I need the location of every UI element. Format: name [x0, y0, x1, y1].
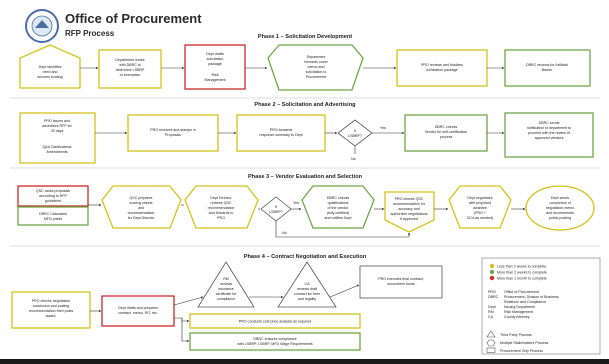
svg-text:PRO conducts cost price analys: PRO conducts cost price analysis as requ…: [239, 320, 312, 324]
p2-no-label: No: [351, 157, 356, 161]
legend-color-label: More than 1 month to complete: [497, 276, 547, 280]
svg-text:PRO executes final contract,en: PRO executes final contract,encumbers fu…: [378, 277, 424, 286]
phase-3-title: Phase 3 – Vendor Evaluation and Selectio…: [248, 174, 363, 180]
p2-yes-label: Yes: [380, 126, 386, 130]
procurement-seal-logo: [25, 9, 59, 43]
legend-shape-label: Procurement Only Process: [500, 349, 543, 353]
legend-abbr: PRO: [488, 290, 496, 294]
legend-shape-label: Multiple Stakeholders Process: [500, 341, 549, 345]
p4-node-pro-cost-analysis: PRO conducts cost price analysis as requ…: [189, 313, 361, 329]
legend-green-dot: [489, 269, 495, 275]
phase-2-title: Phase 2 – Solicitation and Advertising: [254, 102, 356, 108]
legend-abbr-def: Relations and Compliance: [504, 300, 546, 304]
legend-abbr-def: Issuing Department: [504, 305, 535, 309]
p3-yes-label: Yes: [293, 201, 299, 205]
legend-color-label: More than 2 weeks to complete: [497, 270, 547, 274]
phase-1-title: Phase 1 – Solicitation Development: [258, 34, 352, 40]
legend-abbr-def: Procurement, Division of Business: [504, 295, 559, 299]
p4-node-pro-executes: PRO executes final contract,encumbers fu…: [359, 265, 443, 299]
p4-connectors: [90, 284, 360, 343]
legend-abbr-def: Office of Procurement: [504, 290, 539, 294]
phase-4-title: Phase 4 – Contract Negotiation and Execu…: [244, 254, 367, 260]
legend-abbr-def: County Attorney: [504, 315, 530, 319]
legend-shape-label: Third Party Process: [500, 333, 532, 337]
legend-rect-shape: [486, 347, 496, 353]
legend-abbr: DBRC: [488, 295, 499, 299]
legend-abbr: Dept: [488, 305, 496, 309]
p3-connectors: [88, 203, 526, 238]
p2-connectors: [95, 131, 505, 154]
legend-red-dot: [489, 275, 495, 281]
legend-abbr-def: Risk Management: [504, 310, 533, 314]
page-subtitle: RFP Process: [65, 29, 115, 38]
legend-abbr: RM: [488, 310, 494, 314]
p3-no-label: No: [282, 231, 287, 235]
page-title: Office of Procurement: [65, 11, 202, 26]
legend-yellow-dot: [489, 263, 495, 269]
legend-box: Less than 2 weeks to complete More than …: [481, 257, 601, 355]
legend-hexagon-shape: [486, 339, 496, 347]
legend-abbr: CA: [488, 315, 494, 319]
legend-color-label: Less than 2 weeks to complete: [497, 264, 546, 268]
legend-triangle-shape: [486, 330, 496, 338]
